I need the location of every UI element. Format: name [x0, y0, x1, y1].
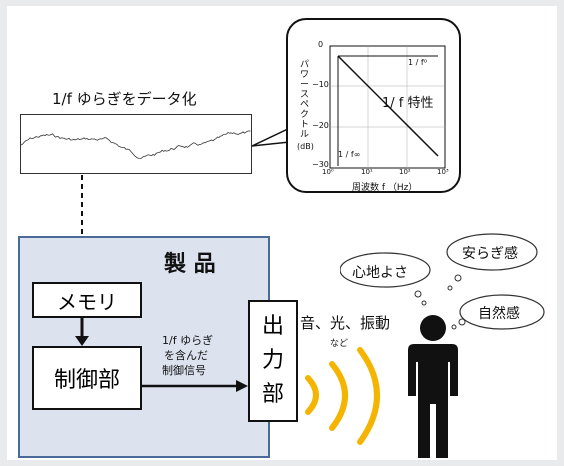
- output-etc-label: など: [330, 339, 349, 349]
- graph-y-tick-3: −30: [312, 160, 329, 169]
- wave-arc-small: [305, 375, 319, 415]
- graph-y-unit: (dB): [297, 142, 314, 151]
- thought-bubbles: [340, 233, 545, 330]
- signal-label-line-3: 制御信号: [162, 364, 206, 377]
- waveform-box: [20, 114, 252, 174]
- one-over-f-line: [337, 55, 439, 157]
- graph-x-tick-3: 10³: [437, 168, 449, 176]
- signal-label-line-1: 1/f ゆらぎ: [162, 334, 214, 347]
- product-title: 製 品: [164, 252, 216, 277]
- graph-x-tick-1: 10¹: [361, 168, 373, 176]
- signal-label-line-2: を含んだ: [164, 349, 208, 362]
- person-icon: [408, 315, 458, 458]
- spectrum-graph-callout: [286, 18, 461, 193]
- fluctuation-waveform: [20, 130, 251, 159]
- graph-x-tick-0: 10⁰: [322, 168, 334, 176]
- memory-box: メモリ: [32, 282, 142, 318]
- output-label-char-3: 部: [261, 382, 284, 407]
- bubble-natural: [459, 294, 545, 330]
- wave-arc-medium: [329, 361, 348, 431]
- output-wave-arcs: [305, 347, 380, 445]
- bubble-peace-text: 安らぎ感: [462, 246, 518, 262]
- control-unit-box: 制御部: [32, 346, 142, 410]
- graph-y-label: パワースペクトル: [300, 60, 310, 140]
- bubble-comfort: [340, 252, 431, 288]
- graph-y-tick-2: −20: [312, 121, 329, 130]
- memory-to-control-arrow: [75, 318, 89, 346]
- control-signal-arrow: [142, 380, 248, 392]
- graph-y-tick-1: −10: [312, 80, 329, 89]
- graph-curve-label: 1/ f 特性: [382, 96, 434, 111]
- bubble-natural-text: 自然感: [478, 306, 520, 322]
- output-unit-box: 出 力 部: [248, 300, 298, 422]
- memory-label: メモリ: [57, 289, 117, 314]
- graph-x-label: 周波数 f （Hz）: [352, 183, 418, 193]
- graph-label-finf: 1 / f∞: [338, 150, 361, 159]
- waveform-title: 1/f ゆらぎをデータ化: [52, 90, 197, 108]
- output-types-label: 音、光、振動: [300, 314, 391, 332]
- graph-plot-area: [329, 45, 446, 169]
- bubble-comfort-text: 心地よさ: [352, 265, 408, 281]
- bubble-peace: [446, 233, 538, 271]
- graph-x-tick-2: 10²: [399, 168, 411, 176]
- graph-label-f0: 1 / f⁰: [408, 58, 427, 67]
- wave-arc-large: [357, 347, 380, 445]
- power-spectrum-graph: [329, 45, 446, 169]
- output-label-char-2: 力: [261, 348, 284, 373]
- output-label-char-1: 出: [261, 314, 284, 339]
- control-label: 制御部: [53, 368, 120, 393]
- graph-y-tick-0: 0: [318, 40, 324, 49]
